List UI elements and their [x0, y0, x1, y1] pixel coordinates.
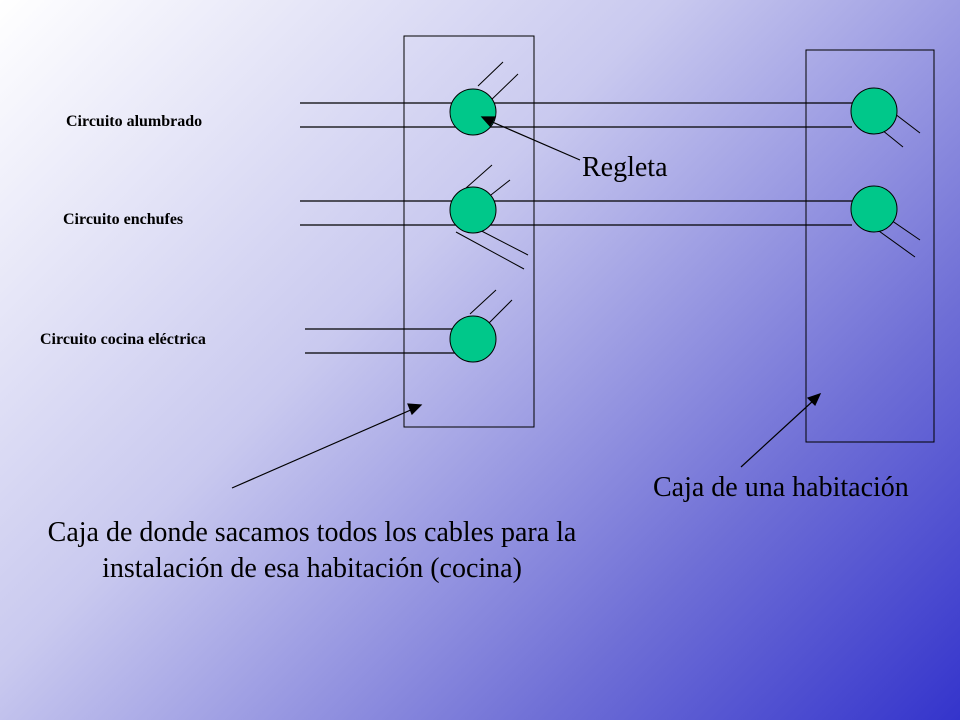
stove-circuit-wires	[305, 328, 455, 354]
connectors	[449, 87, 898, 363]
label-main-box: Caja de donde sacamos todos los cables p…	[6, 515, 618, 587]
room-junction-box	[805, 49, 935, 443]
outlets-circuit-wires	[300, 200, 852, 226]
regleta-arrow	[480, 116, 581, 161]
connector-lighting-room	[850, 87, 898, 135]
main-box-arrow	[231, 403, 423, 489]
label-room-box: Caja de una habitación	[653, 472, 909, 503]
label-circuit-lighting: Circuito alumbrado	[66, 113, 203, 130]
room-box-arrow	[740, 392, 822, 468]
label-circuit-outlets: Circuito enchufes	[63, 211, 184, 228]
connector-lighting-main	[449, 88, 497, 136]
label-circuit-stove: Circuito cocina eléctrica	[40, 331, 206, 348]
label-terminal-block: Regleta	[582, 152, 668, 183]
connector-outlets-main	[449, 186, 497, 234]
lighting-circuit-wires	[300, 102, 852, 128]
label-main-box-line2: instalación de esa habitación (cocina)	[102, 553, 522, 584]
label-main-box-line1: Caja de donde sacamos todos los cables p…	[47, 517, 577, 548]
connector-stove-main	[449, 315, 497, 363]
main-junction-box	[403, 35, 535, 428]
connector-outlets-room	[850, 185, 898, 233]
